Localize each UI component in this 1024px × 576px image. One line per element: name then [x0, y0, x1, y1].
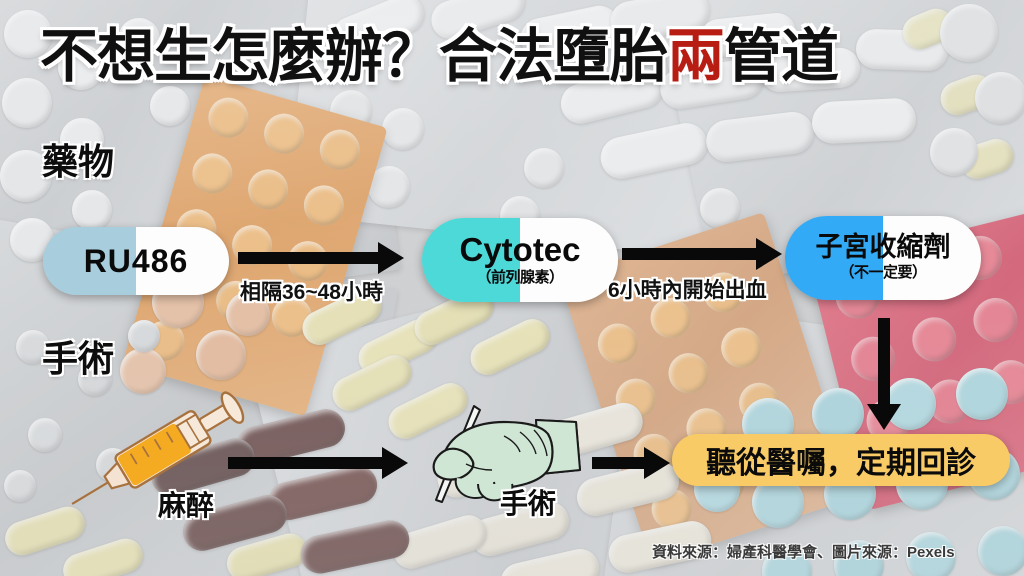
arrow-shaft — [878, 318, 890, 406]
pill-cytotec-sublabel: （前列腺素） — [476, 269, 564, 286]
source-credit: 資料來源：婦產科醫學會、圖片來源：Pexels — [652, 544, 955, 561]
arrow-shaft — [622, 248, 758, 260]
pill-uterotonic-left-half — [785, 216, 883, 300]
title-part-before: 不想生怎麼辦？合法墮胎 — [40, 24, 668, 89]
caption-interval-hours: 相隔36~48小時 — [240, 281, 383, 304]
caption-bleeding-onset: 6小時內開始出血 — [608, 279, 767, 302]
surgery-label-text: 手術 — [42, 338, 115, 379]
pill-uterotonic-right-half — [883, 216, 981, 300]
arrow-head — [756, 238, 782, 270]
final-advice-banner[interactable]: 聽從醫囑，定期回診 — [672, 434, 1010, 486]
section-label-medication: 藥物 — [38, 133, 119, 187]
pill-uterotonic-text: 子宮收縮劑 （不一定要） — [815, 232, 951, 281]
title-highlight-word: 兩 — [667, 24, 725, 89]
arrow-head — [382, 447, 408, 479]
gloved-hand-scalpel-icon — [432, 405, 581, 503]
pill-ru486-right-half — [136, 227, 229, 295]
pill-cytotec-label: Cytotec — [459, 231, 581, 268]
arrow-head — [644, 447, 670, 479]
pill-uterotonic-sublabel: （不一定要） — [839, 264, 927, 281]
arrow-head — [378, 242, 404, 274]
pill-uterotonic-label: 子宮收縮劑 — [815, 232, 951, 262]
page-title: 不想生怎麼辦？合法墮胎兩管道 — [40, 24, 839, 91]
syringe-icon — [71, 391, 245, 505]
arrow-head — [867, 404, 901, 430]
pill-cytotec-right-half — [520, 218, 618, 302]
arrow-shaft — [228, 457, 384, 469]
arrow-shaft — [238, 252, 380, 264]
pill-ru486-left-half — [43, 227, 136, 295]
final-advice-text: 聽從醫囑，定期回診 — [706, 447, 976, 480]
pill-ru486-label: RU486 — [83, 243, 189, 279]
pill-cytotec-text: Cytotec （前列腺素） — [459, 233, 580, 285]
label-operation: 手術 — [500, 488, 557, 519]
pill-cytotec-left-half — [422, 218, 520, 302]
title-part-after: 管道 — [724, 24, 839, 89]
arrow-shaft — [592, 457, 646, 469]
pill-uterotonic[interactable]: 子宮收縮劑 （不一定要） — [785, 216, 981, 300]
section-label-surgery: 手術 — [38, 330, 119, 384]
pill-ru486[interactable]: RU486 — [43, 227, 229, 295]
pill-cytotec[interactable]: Cytotec （前列腺素） — [422, 218, 618, 302]
label-anesthesia: 麻醉 — [158, 490, 215, 521]
medication-label-text: 藥物 — [42, 141, 115, 182]
